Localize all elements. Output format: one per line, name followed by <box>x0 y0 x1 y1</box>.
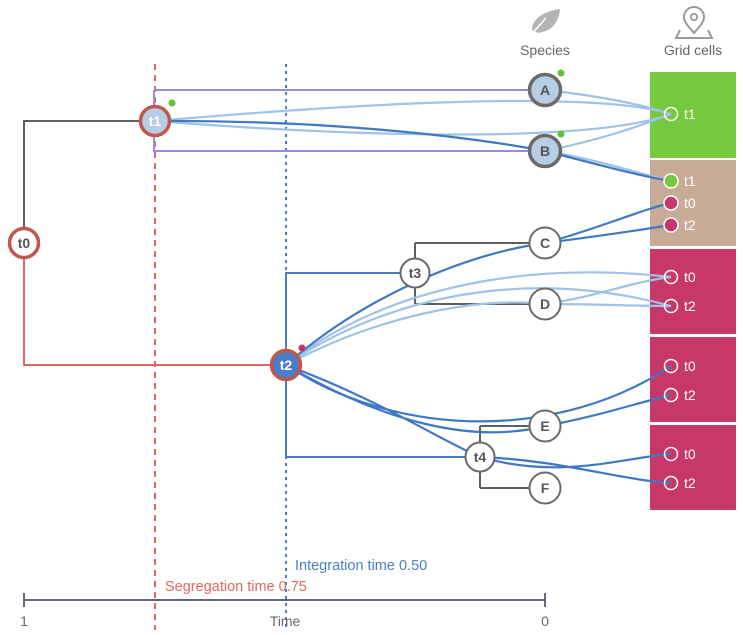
grid-cell-2-row-3-marker <box>663 217 679 233</box>
grid-cell-4 <box>650 337 736 422</box>
grid-cell-1-row-1-marker <box>663 106 679 122</box>
svg-text:t3: t3 <box>409 265 422 281</box>
grid-cell-2-row-2-label: t0 <box>684 195 696 211</box>
svg-text:C: C <box>540 235 550 251</box>
time-axis-start-label: 1 <box>20 613 28 629</box>
tree-node-t0[interactable]: t0 <box>7 226 41 260</box>
grid-cell-3 <box>650 249 736 334</box>
grid-cell-2-row-3-label: t2 <box>684 217 696 233</box>
grid-cell-3-row-2-label: t2 <box>684 298 696 314</box>
grid-cell-5-row-2-marker <box>663 475 679 491</box>
segregation-time-label: Segregation time 0.75 <box>165 579 307 595</box>
grid-cell-3-row-2-marker <box>663 298 679 314</box>
time-axis-label: Time <box>270 613 301 629</box>
species-column-label: Species <box>520 42 570 58</box>
species-B-green-marker <box>557 130 565 138</box>
t1-green-marker <box>168 99 176 107</box>
grid-cell-5-row-1-marker <box>663 446 679 462</box>
grid-cell-3-row-1-label: t0 <box>684 269 696 285</box>
grid-cell-5-row-2-label: t2 <box>684 475 696 491</box>
species-node-A[interactable]: A <box>527 72 563 108</box>
svg-text:F: F <box>541 480 550 496</box>
svg-text:t1: t1 <box>149 113 162 129</box>
tree-node-t3[interactable]: t3 <box>399 257 431 289</box>
tree-branches <box>23 120 545 489</box>
species-node-D[interactable]: D <box>528 287 562 321</box>
species-node-C[interactable]: C <box>528 226 562 260</box>
svg-text:t2: t2 <box>280 357 293 373</box>
species-A-green-marker <box>557 69 565 77</box>
t2-magenta-marker <box>298 344 306 352</box>
grid-cell-4-row-2-label: t2 <box>684 387 696 403</box>
svg-text:E: E <box>540 418 549 434</box>
svg-text:t4: t4 <box>474 449 487 465</box>
svg-text:A: A <box>540 82 550 98</box>
grid-cell-4-row-1-marker <box>663 358 679 374</box>
grid-cell-4-row-1-label: t0 <box>684 358 696 374</box>
svg-text:D: D <box>540 296 550 312</box>
grid-cell-5 <box>650 425 736 510</box>
tree-node-t4[interactable]: t4 <box>464 441 496 473</box>
grid-cell-5-row-1-label: t0 <box>684 446 696 462</box>
species-node-F[interactable]: F <box>528 471 562 505</box>
tree-node-t2[interactable]: t2 <box>269 348 303 382</box>
grid-cell-1-row-1-label: t1 <box>684 106 696 122</box>
time-axis-end-label: 0 <box>541 613 549 629</box>
leaf-icon <box>529 9 560 37</box>
time-axis <box>23 593 546 607</box>
dark-links <box>154 119 672 485</box>
svg-text:B: B <box>540 143 550 159</box>
svg-text:t0: t0 <box>18 235 31 251</box>
grid-cell-2-row-2-marker <box>663 195 679 211</box>
grid-cells-column-label: Grid cells <box>664 42 722 58</box>
grid-cell-2-row-1-marker <box>663 173 679 189</box>
grid-cell-rows: t1 t1 t0 t2 t0 t2 t0 t2 t0 t2 <box>663 106 696 491</box>
species-node-E[interactable]: E <box>528 409 562 443</box>
grid-cell-4-row-2-marker <box>663 387 679 403</box>
map-pin-icon <box>674 6 714 39</box>
integration-time-label: Integration time 0.50 <box>295 558 427 574</box>
species-node-B[interactable]: B <box>527 133 563 169</box>
grid-cell-2-row-1-label: t1 <box>684 173 696 189</box>
grid-cell-3-row-1-marker <box>663 269 679 285</box>
tree-node-t1[interactable]: t1 <box>138 104 172 138</box>
